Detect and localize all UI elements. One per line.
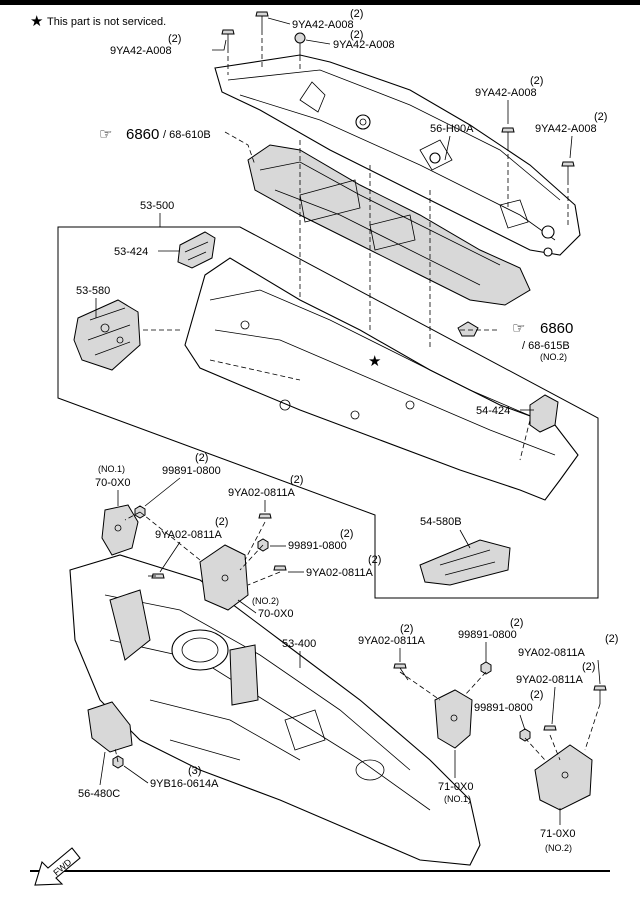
qty-label: (2) — [400, 623, 413, 635]
not-serviced-star-icon: ★ — [368, 353, 381, 370]
bolt-icon[interactable] — [273, 565, 287, 571]
note-no2: (NO.2) — [545, 843, 572, 853]
legend: ★ This part is not serviced. — [30, 13, 166, 30]
part-label-54-580B[interactable]: 54-580B — [420, 516, 462, 528]
hand-pointer-icon: ☞ — [99, 126, 112, 143]
assembly-dashed-lines — [114, 30, 601, 763]
note-no2: (NO.2) — [252, 596, 279, 606]
part-label-9YA02-0811A[interactable]: 9YA02-0811A — [516, 674, 584, 686]
bolt-icon[interactable] — [255, 11, 269, 30]
part-label-9YA42-A008[interactable]: 9YA42-A008 — [110, 45, 172, 57]
bolt-icon[interactable] — [593, 685, 607, 704]
part-label-9YA42-A008[interactable]: 9YA42-A008 — [292, 19, 354, 31]
qty-label: (2) — [195, 452, 208, 464]
labels: (2) 9YA42-A008 (2) 9YA42-A008 (2) 9YA42-… — [76, 8, 618, 853]
qty-label: (2) — [215, 516, 228, 528]
part-label-99891-0800[interactable]: 99891-0800 — [458, 629, 517, 641]
part-label-9YA02-0811A[interactable]: 9YA02-0811A — [155, 529, 223, 541]
assembly-box-53-500 — [57, 226, 599, 599]
bracket-54-424[interactable] — [529, 394, 559, 433]
ref-6860-top[interactable]: 6860 — [126, 126, 159, 143]
bracket-71-0X0-no1[interactable] — [434, 689, 473, 749]
part-label-9YA42-A008[interactable]: 9YA42-A008 — [475, 87, 537, 99]
bracket-71-0X0-no2[interactable] — [534, 744, 593, 811]
part-label-9YB16-0614A[interactable]: 9YB16-0614A — [150, 778, 219, 790]
top-border — [0, 0, 640, 5]
part-label-9YA02-0811A[interactable]: 9YA02-0811A — [228, 487, 296, 499]
bolt-icon[interactable] — [561, 161, 575, 180]
part-label-9YA02-0811A[interactable]: 9YA02-0811A — [518, 647, 586, 659]
part-label-70-0X0[interactable]: 70-0X0 — [95, 477, 130, 489]
cowl-top-panel-56-H00A[interactable] — [214, 54, 581, 257]
qty-label: (2) — [290, 474, 303, 486]
legend-star-icon: ★ — [30, 13, 43, 30]
part-label-71-0X0[interactable]: 71-0X0 — [438, 781, 473, 793]
part-label-53-400[interactable]: 53-400 — [282, 638, 316, 650]
part-label-53-580[interactable]: 53-580 — [76, 285, 110, 297]
qty-label: (2) — [350, 29, 363, 41]
bracket-54-580B[interactable] — [419, 539, 511, 586]
part-label-99891-0800[interactable]: 99891-0800 — [162, 465, 221, 477]
hand-pointer-icon: ☞ — [512, 320, 525, 337]
qty-label: (2) — [530, 689, 543, 701]
part-label-9YA42-A008[interactable]: 9YA42-A008 — [333, 39, 395, 51]
bracket-56-480C[interactable] — [87, 701, 133, 753]
bolt-icon[interactable] — [258, 513, 272, 519]
legend-text: This part is not serviced. — [47, 16, 166, 28]
part-label-99891-0800[interactable]: 99891-0800 — [474, 702, 533, 714]
part-label-99891-0800[interactable]: 99891-0800 — [288, 540, 347, 552]
qty-label: (3) — [188, 765, 201, 777]
ref-68-610B[interactable]: / 68-610B — [163, 129, 211, 141]
part-label-54-424[interactable]: 54-424 — [476, 405, 510, 417]
part-label-9YA02-0811A[interactable]: 9YA02-0811A — [358, 635, 426, 647]
bolt-icon[interactable] — [294, 32, 306, 56]
qty-label: (2) — [340, 528, 353, 540]
part-label-56-480C[interactable]: 56-480C — [78, 788, 120, 800]
note-no1: (NO.1) — [98, 464, 125, 474]
part-label-71-0X0[interactable]: 71-0X0 — [540, 828, 575, 840]
clip-68-615B[interactable] — [457, 321, 479, 337]
dash-panel-53-400[interactable] — [69, 554, 481, 866]
qty-label: (2) — [530, 75, 543, 87]
part-label-53-424[interactable]: 53-424 — [114, 246, 148, 258]
note-no2: (NO.2) — [540, 352, 567, 362]
part-label-70-0X0[interactable]: 70-0X0 — [258, 608, 293, 620]
bracket-53-424[interactable] — [177, 231, 216, 269]
ref-68-615B[interactable]: / 68-615B — [522, 340, 570, 352]
part-label-53-500[interactable]: 53-500 — [140, 200, 174, 212]
bolt-icon[interactable] — [501, 127, 515, 146]
bottom-border — [30, 870, 610, 872]
qty-label: (2) — [605, 633, 618, 645]
qty-label: (2) — [168, 33, 181, 45]
bolt-icon[interactable] — [543, 725, 557, 731]
qty-label: (2) — [368, 554, 381, 566]
fwd-arrow: FWD — [34, 847, 81, 886]
cowl-grille-68-610B[interactable] — [247, 144, 531, 306]
dash-panel-upper-53-500[interactable] — [184, 257, 579, 501]
bracket-53-580[interactable] — [73, 299, 141, 371]
nut-icon[interactable] — [134, 505, 146, 519]
part-label-9YA42-A008[interactable]: 9YA42-A008 — [535, 123, 597, 135]
bolt-icon[interactable] — [148, 573, 165, 579]
qty-label: (2) — [350, 8, 363, 20]
nut-icon[interactable] — [519, 728, 531, 742]
note-no1: (NO.1) — [444, 794, 471, 804]
qty-label: (2) — [510, 617, 523, 629]
qty-label: (2) — [582, 661, 595, 673]
part-label-56-H00A[interactable]: 56-H00A — [430, 123, 474, 135]
ref-6860-right[interactable]: 6860 — [540, 320, 573, 337]
part-label-9YA02-0811A[interactable]: 9YA02-0811A — [306, 567, 374, 579]
qty-label: (2) — [594, 111, 607, 123]
bolt-icon[interactable] — [221, 29, 235, 48]
bolt-icon[interactable] — [393, 663, 409, 681]
bracket-70-0X0-no2[interactable] — [199, 544, 249, 611]
bracket-70-0X0-no1[interactable] — [101, 504, 139, 556]
